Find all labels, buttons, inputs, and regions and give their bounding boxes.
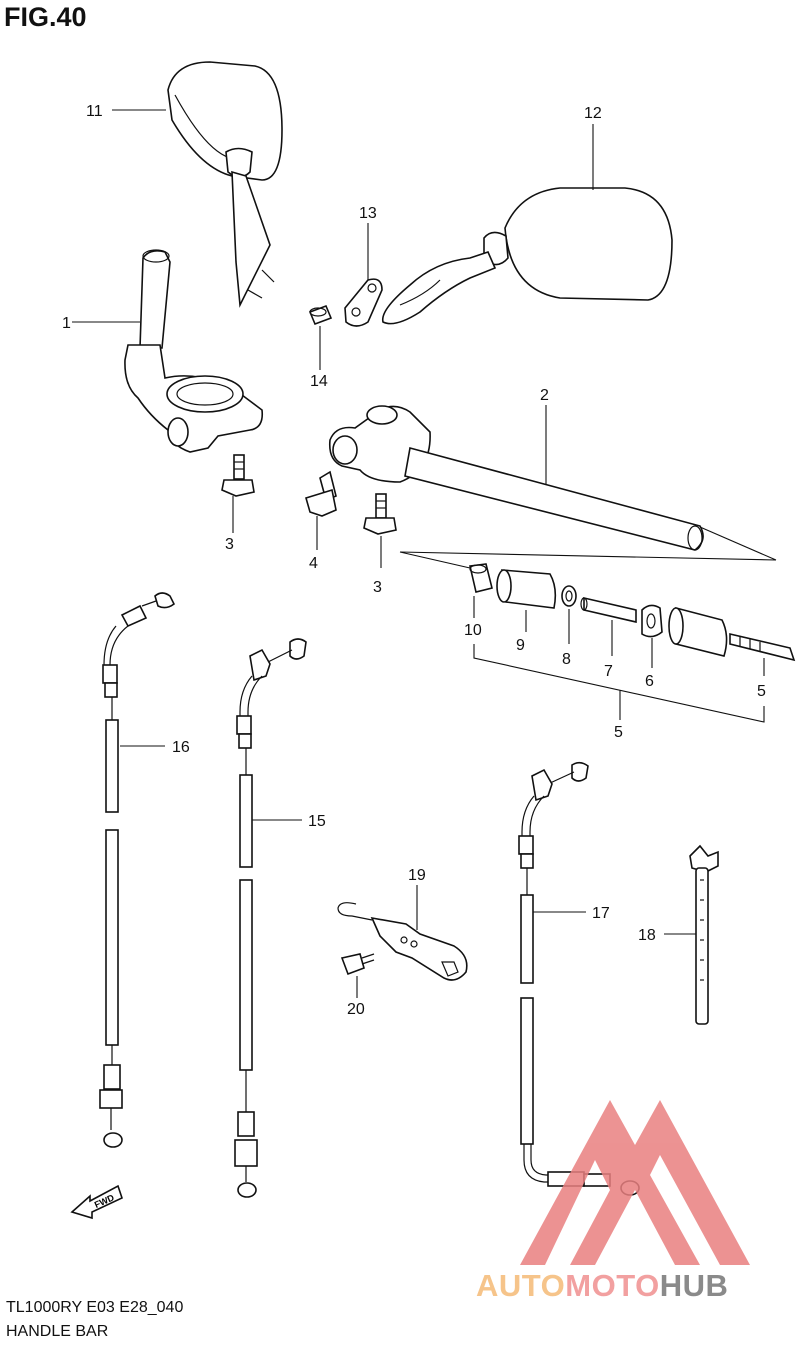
- part-16-cable: [234, 638, 307, 1198]
- callout-3a: 3: [225, 536, 234, 553]
- part-2-right-handlebar: [328, 405, 704, 551]
- callout-5: 5: [614, 724, 623, 741]
- part-3-bolt-right: [363, 493, 397, 535]
- part-20-cable-guide: [337, 902, 468, 981]
- part-3-bolt-left: [221, 454, 255, 497]
- part-19-cable-tie: [689, 844, 719, 1025]
- part-12-left-mirror: [167, 61, 283, 308]
- part-6-end-weight-and-screw: [668, 606, 796, 662]
- fwd-direction-arrow: FWD: [70, 1184, 123, 1220]
- automotohub-logo-mark: [520, 1100, 750, 1265]
- part-1-left-handlebar: [124, 249, 264, 453]
- logo-text-hub: HUB: [659, 1268, 729, 1303]
- model-code: TL1000RY E03 E28_040: [6, 1299, 184, 1316]
- callout-10: 9: [516, 637, 525, 654]
- callout-9: 8: [562, 651, 571, 668]
- callout-18: 17: [592, 905, 610, 922]
- part-21-screw: [340, 953, 375, 976]
- callout-16: 15: [308, 813, 326, 830]
- callout-7: 6: [645, 673, 654, 690]
- fwd-label: FWD: [93, 1192, 116, 1210]
- callout-15: 14: [310, 373, 328, 390]
- part-10-weight: [496, 569, 557, 609]
- figure-title: FIG.40: [4, 2, 87, 32]
- diagram-footer: TL1000RY E03 E28_040 HANDLE BAR: [6, 1296, 183, 1344]
- section-name: HANDLE BAR: [6, 1323, 109, 1340]
- part-4-bolt: [305, 470, 337, 517]
- callout-8: 7: [604, 663, 613, 680]
- callout-1: 1: [62, 315, 71, 332]
- callout-11: 10: [464, 622, 482, 639]
- part-11-bush: [469, 563, 493, 593]
- automotohub-logo-text: AUTOMOTOHUB: [476, 1268, 728, 1304]
- part-15-nut: [308, 304, 333, 326]
- callout-14: 13: [359, 205, 377, 222]
- callout-20: 19: [408, 867, 426, 884]
- callout-6: 5: [757, 683, 766, 700]
- part-13-right-mirror: [381, 187, 673, 325]
- part-14-mirror-plate: [344, 278, 383, 327]
- callout-19: 18: [638, 927, 656, 944]
- callout-3b: 3: [373, 579, 382, 596]
- part-8-collar: [580, 596, 637, 624]
- part-9-washer: [561, 585, 577, 607]
- part-7-damper: [641, 604, 663, 638]
- part-17-cable: [99, 592, 176, 1148]
- callout-2: 2: [540, 387, 549, 404]
- callout-21: 20: [347, 1001, 365, 1018]
- callout-4: 4: [309, 555, 318, 572]
- callout-17: 16: [172, 739, 190, 756]
- logo-text-auto: AUTO: [476, 1268, 566, 1303]
- logo-text-moto: MOTO: [565, 1268, 660, 1303]
- callout-13: 12: [584, 105, 602, 122]
- callout-12: 11: [86, 103, 103, 120]
- part-18-cable: [518, 761, 640, 1196]
